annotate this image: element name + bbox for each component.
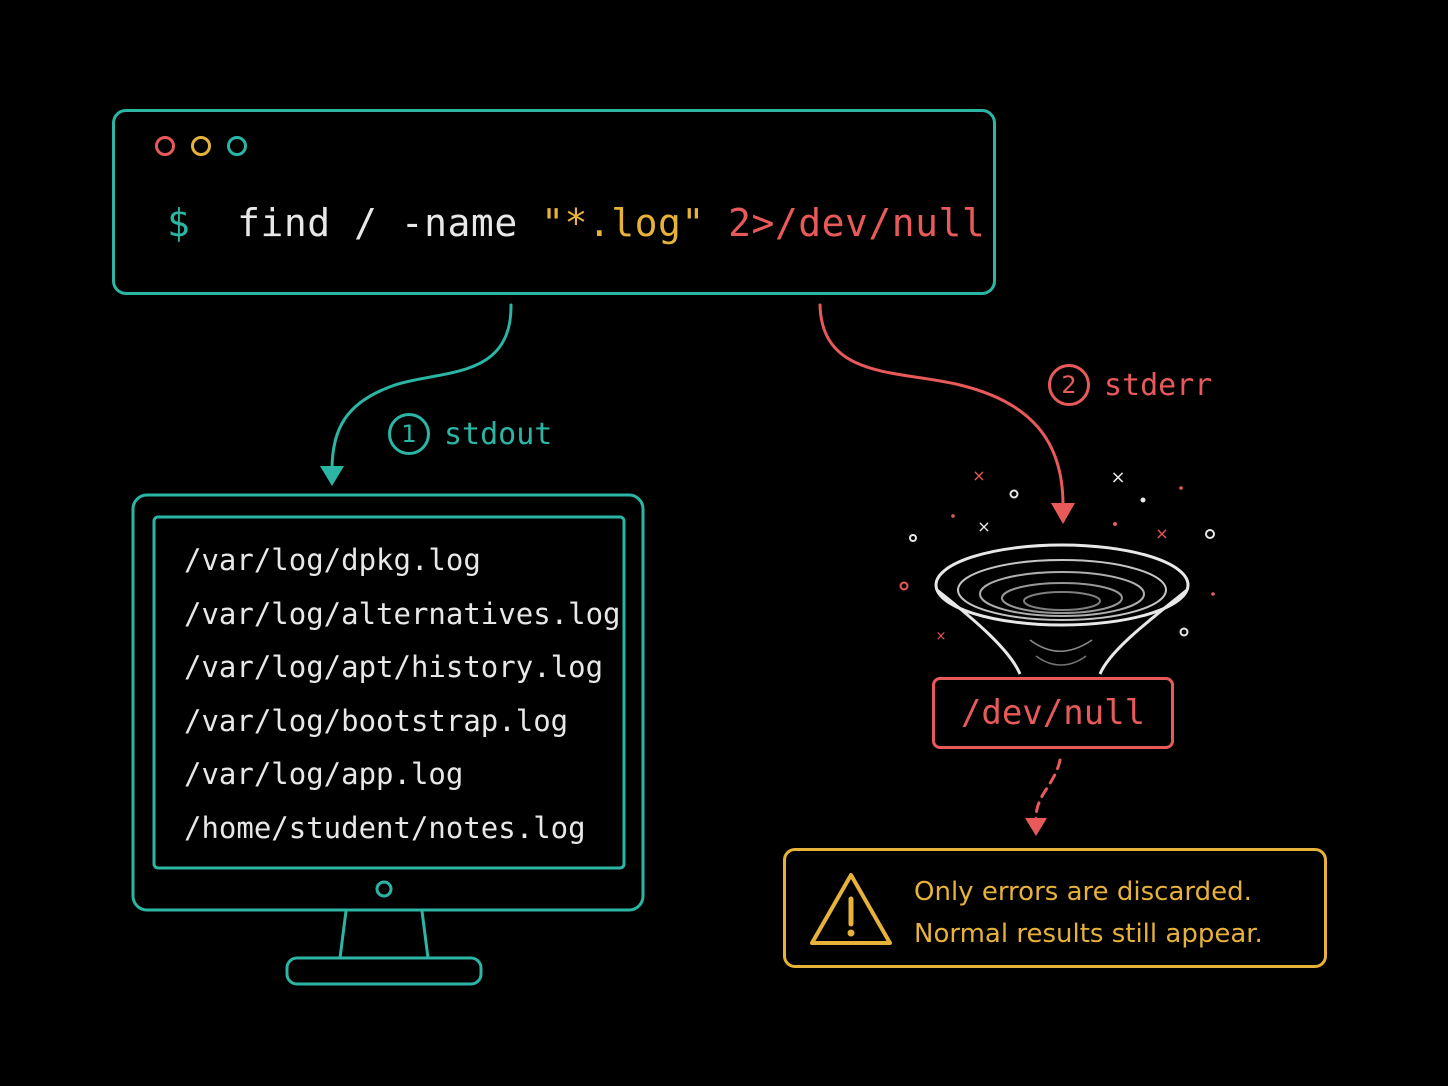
warning-line-2: Normal results still appear. (914, 919, 1263, 949)
output-line: /home/student/notes.log (184, 810, 586, 845)
warning-line-1: Only errors are discarded. (914, 877, 1252, 907)
svg-text:×: × (1110, 467, 1125, 488)
output-line: /var/log/bootstrap.log (184, 703, 569, 738)
stderr-arrowhead (1051, 503, 1075, 524)
stdout-label-text: stdout (444, 416, 553, 452)
funnel-vortex-icon (934, 543, 1190, 675)
stdout-number-badge: 1 (388, 413, 430, 455)
svg-text:×: × (972, 466, 985, 485)
warning-text: Only errors are discarded. Normal result… (914, 871, 1263, 955)
terminal-window: $ find / -name "*.log" 2>/dev/null (112, 109, 996, 295)
stderr-number-badge: 2 (1048, 364, 1090, 406)
window-minimize-dot (191, 136, 211, 156)
warning-icon (810, 873, 892, 945)
stdout-arrow (330, 303, 513, 472)
command-redirect: 2>/dev/null (728, 201, 986, 245)
output-line: /var/log/dpkg.log (184, 543, 481, 577)
svg-text:×: × (1155, 524, 1168, 543)
devnull-to-note-arrowhead (1025, 818, 1047, 836)
window-close-dot (155, 136, 175, 156)
stderr-label: 2 stderr (1048, 364, 1212, 406)
shell-prompt: $ (167, 201, 191, 245)
window-maximize-dot (227, 136, 247, 156)
output-line: /var/log/alternatives.log (184, 596, 621, 631)
stderr-label-text: stderr (1104, 367, 1213, 403)
warning-note: Only errors are discarded. Normal result… (783, 848, 1327, 968)
command-argument: "*.log" (541, 201, 705, 245)
svg-text:×: × (936, 629, 947, 644)
devnull-label: /dev/null (960, 693, 1146, 733)
stdout-label: 1 stdout (388, 413, 552, 455)
terminal-command-line: $ find / -name "*.log" 2>/dev/null (167, 200, 985, 246)
stderr-arrow (818, 303, 1065, 507)
output-line: /var/log/app.log (184, 757, 464, 791)
devnull-box: /dev/null (932, 677, 1174, 749)
particles: × × × × × (899, 466, 1215, 644)
svg-text:×: × (977, 517, 990, 536)
output-line: /var/log/apt/history.log (184, 650, 604, 684)
monitor-output-list: /var/log/dpkg.log /var/log/alternatives.… (184, 534, 621, 855)
monitor-icon (131, 493, 645, 986)
command-text: find / -name (237, 201, 518, 245)
devnull-to-note-arrow (1034, 758, 1062, 822)
stdout-arrowhead (320, 466, 344, 486)
